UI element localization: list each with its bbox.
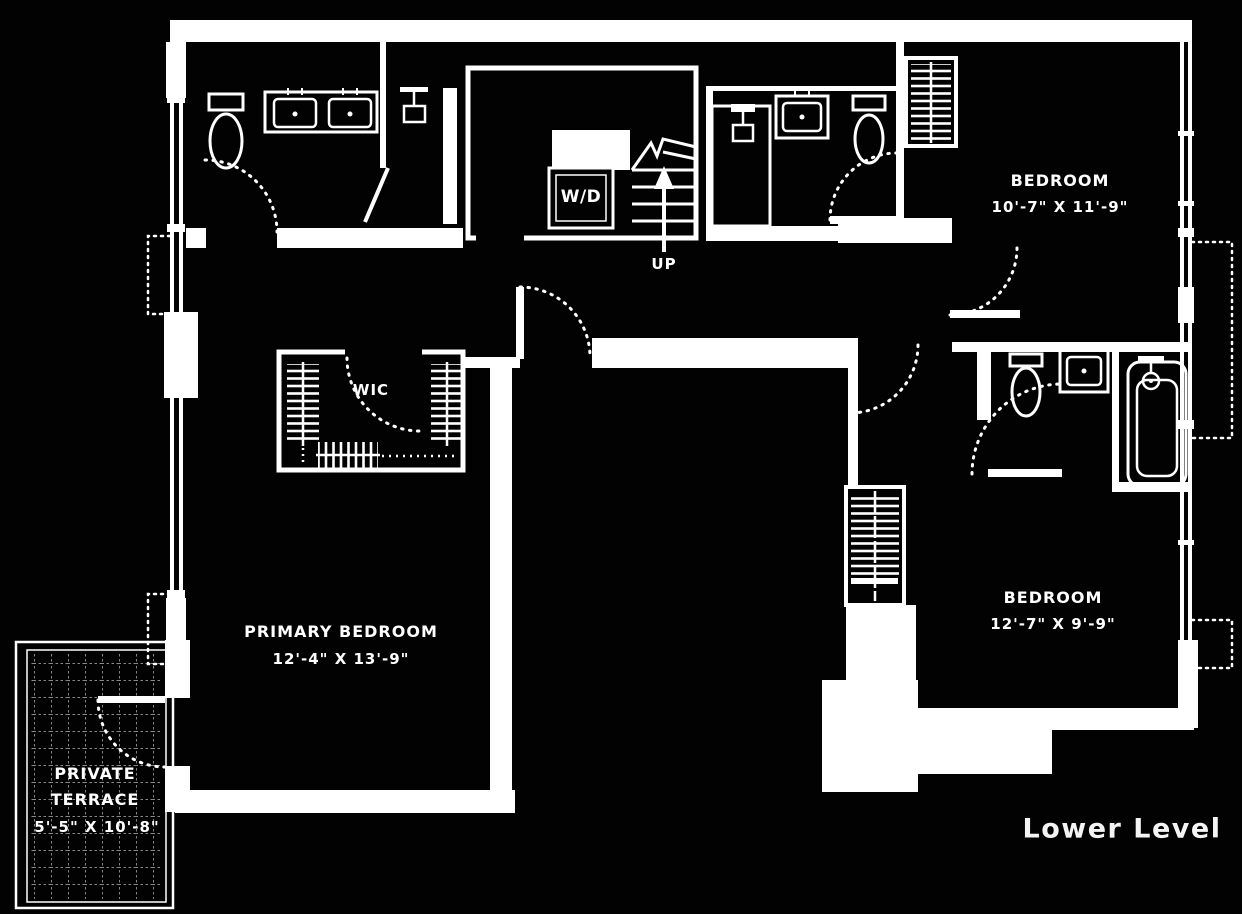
sink-icon xyxy=(774,90,830,140)
terrace xyxy=(14,640,175,910)
door-leaves xyxy=(98,216,1062,703)
stair-block xyxy=(465,65,699,252)
door-arc xyxy=(948,246,1019,317)
window-projection-outlines xyxy=(146,234,1234,670)
washer-dryer-icon xyxy=(547,166,615,230)
bedroom-2-dims: 12'-7" X 9'-9" xyxy=(990,615,1116,633)
door-arc xyxy=(828,151,899,222)
washer-dryer-label: W/D xyxy=(560,187,602,207)
primary-bedroom-dims: 12'-4" X 13'-9" xyxy=(272,650,410,668)
primary-bath-fixtures xyxy=(207,87,428,223)
bathroom-3-fixtures xyxy=(1008,344,1188,488)
bedroom-1-name: BEDROOM xyxy=(1010,171,1110,190)
wic-label: WIC xyxy=(352,381,390,399)
walk-in-closet xyxy=(276,346,466,473)
floor-level-title: Lower Level xyxy=(1022,813,1222,845)
sink-icon xyxy=(1058,344,1110,394)
toilet-icon xyxy=(1008,352,1044,418)
door-arc xyxy=(970,382,1064,476)
door-arc xyxy=(848,343,920,415)
terrace-tile-grid xyxy=(30,654,162,899)
door-swing-arcs xyxy=(96,151,1064,769)
door-arc xyxy=(518,285,592,359)
interior-walls xyxy=(165,42,1194,813)
shower-icon xyxy=(363,87,428,223)
bathtub-icon xyxy=(1126,356,1188,488)
toilet-icon xyxy=(207,92,245,170)
closet-bedroom-1 xyxy=(904,56,958,148)
closet-bedroom-2 xyxy=(844,485,906,607)
bathroom-2-fixtures xyxy=(710,90,887,228)
private-terrace-name: PRIVATE TERRACE xyxy=(50,764,140,809)
door-arc xyxy=(203,158,279,234)
shower-icon xyxy=(710,104,772,228)
door-arc xyxy=(345,356,422,433)
up-arrow-icon xyxy=(654,166,674,252)
private-terrace-dims: 5'-5" X 10'-8" xyxy=(34,818,160,836)
double-vanity-sink-icon xyxy=(263,88,379,134)
bedroom-2-name: BEDROOM xyxy=(1003,588,1103,607)
primary-bedroom-name: PRIMARY BEDROOM xyxy=(244,622,438,641)
bedroom-1-dims: 10'-7" X 11'-9" xyxy=(991,198,1129,216)
toilet-icon xyxy=(851,94,887,165)
stairs-up-label: UP xyxy=(651,255,677,273)
